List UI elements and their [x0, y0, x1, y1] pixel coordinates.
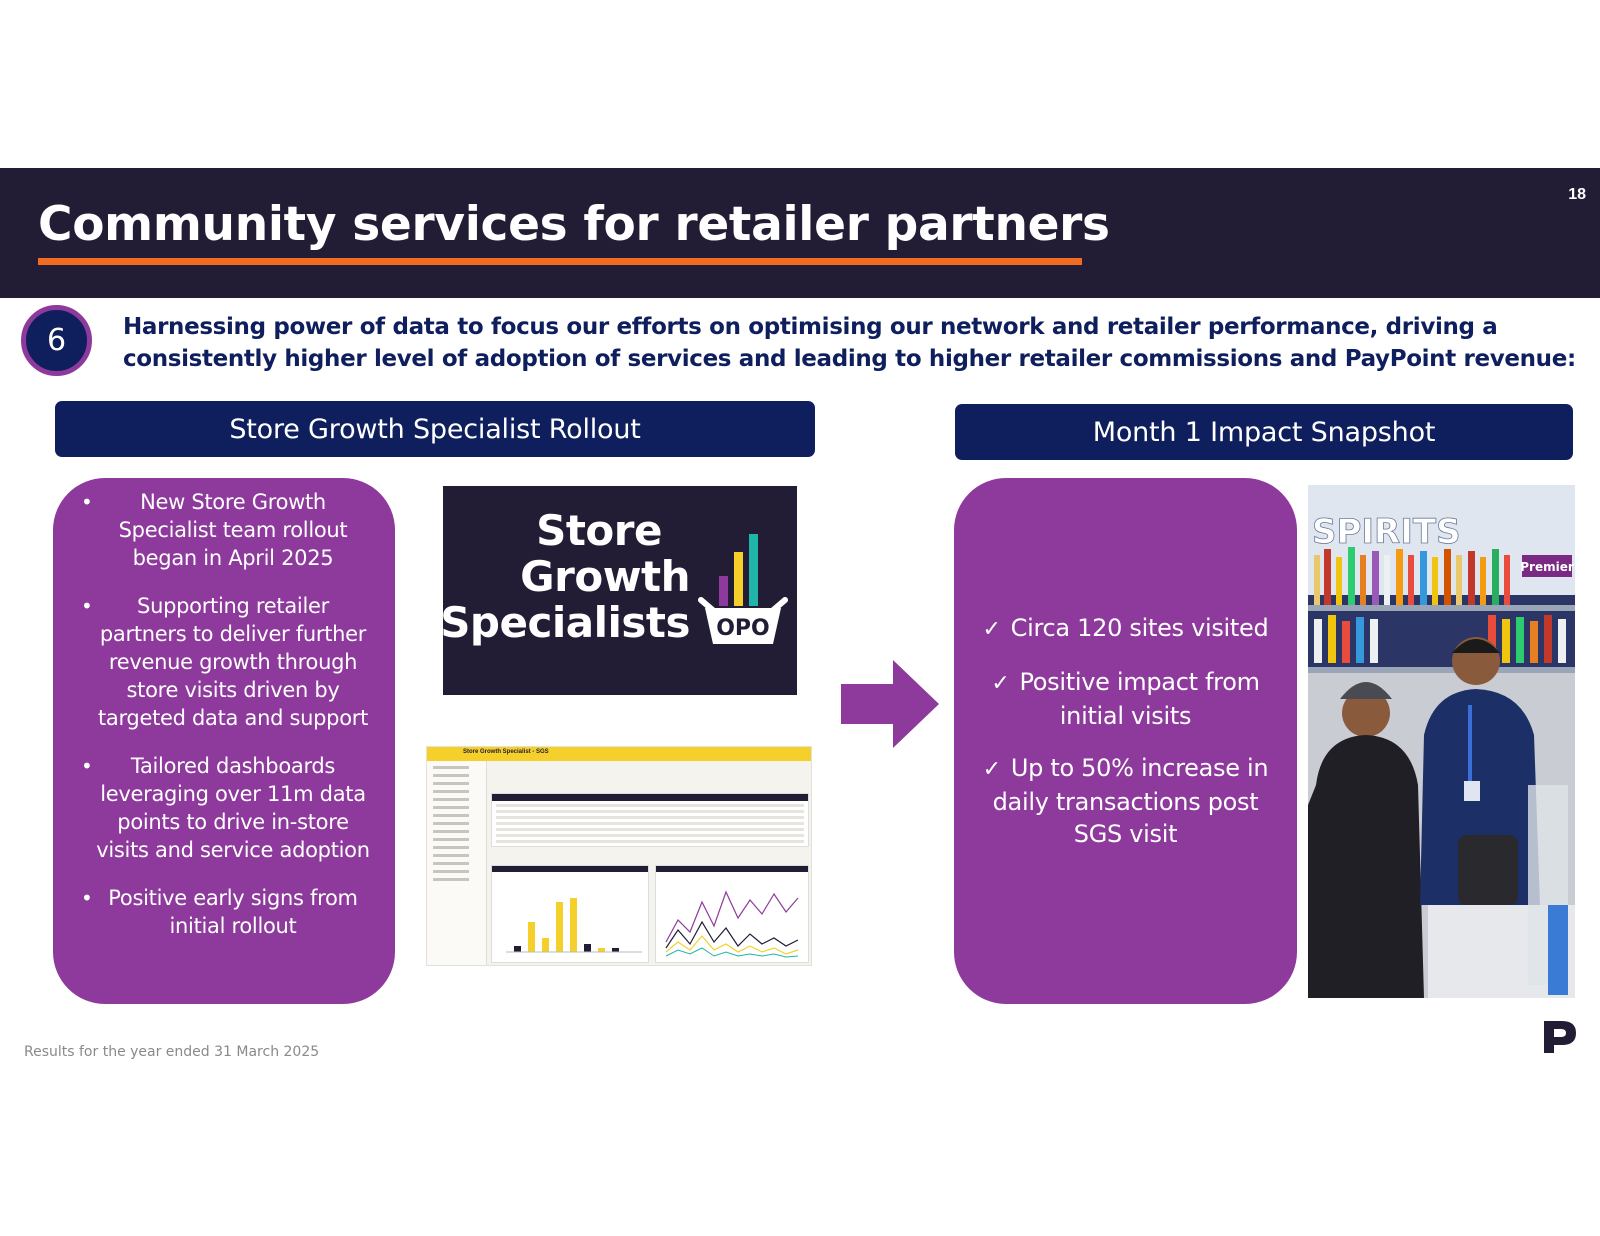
- dashboard-table: [491, 793, 809, 847]
- dashboard-top-bar: [427, 747, 811, 761]
- dashboard-title: Store Growth Specialist - SGS: [463, 749, 549, 755]
- left-section-heading: Store Growth Specialist Rollout: [55, 401, 815, 457]
- impact-check-list: ✓Circa 120 sites visited ✓Positive impac…: [972, 612, 1279, 870]
- dashboard-bar-chart: [491, 865, 649, 963]
- bullet-icon: •: [81, 490, 93, 514]
- sgs-logo-line2: Growth: [520, 552, 690, 601]
- bullet-icon: •: [81, 886, 93, 910]
- sgs-logo-line3: Specialists: [440, 598, 690, 647]
- page-title: Community services for retailer partners: [38, 197, 1110, 252]
- paypoint-logo-icon: [1544, 1021, 1576, 1053]
- header-band: [0, 168, 1600, 298]
- list-item: •Positive early signs from initial rollo…: [81, 886, 358, 938]
- store-photo-illustration: SPIRITS Premier: [1308, 485, 1575, 998]
- arrow-right-icon: [841, 660, 939, 748]
- page-number: 18: [1568, 186, 1586, 203]
- bullet-icon: •: [81, 754, 93, 778]
- title-underline: [38, 258, 1082, 265]
- photo-brand: Premier: [1520, 560, 1574, 574]
- list-item: •Tailored dashboards leveraging over 11m…: [81, 754, 370, 862]
- step-number: 6: [46, 323, 67, 358]
- basket-chart-icon: OPO: [698, 534, 788, 644]
- dashboard-screenshot: Store Growth Specialist - SGS: [426, 746, 812, 966]
- check-icon: ✓: [982, 617, 1001, 642]
- photo-sign: SPIRITS: [1312, 512, 1461, 552]
- rollout-panel: •New Store Growth Specialist team rollou…: [53, 478, 395, 1004]
- list-item: •New Store Growth Specialist team rollou…: [81, 490, 348, 570]
- store-photo: SPIRITS Premier: [1308, 485, 1575, 998]
- list-item: ✓Positive impact from initial visits: [991, 668, 1260, 730]
- list-item: ✓Circa 120 sites visited: [982, 614, 1269, 642]
- rollout-bullet-list: •New Store Growth Specialist team rollou…: [75, 488, 373, 940]
- sgs-logo-line1: Store: [536, 506, 662, 555]
- list-item: ✓Up to 50% increase in daily transaction…: [982, 754, 1269, 848]
- step-badge: 6: [21, 305, 92, 376]
- check-icon: ✓: [982, 757, 1001, 782]
- bullet-icon: •: [81, 594, 93, 618]
- footer-text: Results for the year ended 31 March 2025: [24, 1044, 320, 1060]
- impact-panel: ✓Circa 120 sites visited ✓Positive impac…: [954, 478, 1297, 1004]
- basket-label: OPO: [716, 616, 770, 641]
- dashboard-filter-panel: [427, 761, 487, 965]
- right-section-heading: Month 1 Impact Snapshot: [955, 404, 1573, 460]
- intro-text: Harnessing power of data to focus our ef…: [123, 314, 1576, 372]
- check-icon: ✓: [991, 671, 1010, 696]
- list-item: •Supporting retailer partners to deliver…: [81, 594, 369, 730]
- sgs-logo: Store Growth Specialists OPO: [440, 486, 797, 695]
- dashboard-line-chart: [655, 865, 809, 963]
